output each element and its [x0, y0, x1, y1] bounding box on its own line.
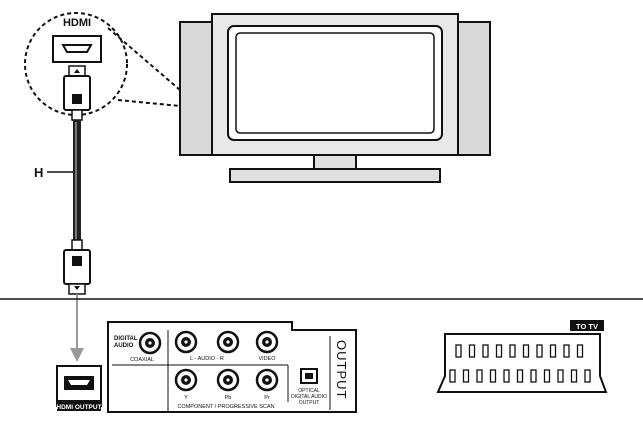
component-pb-jack: [216, 368, 240, 392]
scart-pin: [495, 344, 503, 358]
scart-pin: [563, 344, 570, 358]
top-plug-body: [63, 75, 91, 111]
scart-pin: [449, 369, 456, 383]
cable-bottom-plug: [63, 239, 91, 295]
scart-pin: [462, 369, 470, 383]
rear-connector-panel: DIGITAL AUDIO COAXIAL L - AUDIO - R VIDE…: [107, 321, 357, 413]
component-pb-label: Pb: [225, 395, 232, 401]
coaxial-label: COAXIAL: [130, 357, 154, 363]
scart-pin: [503, 369, 510, 383]
scart-pin: [516, 369, 524, 383]
digital-audio-label-2: AUDIO: [114, 343, 134, 349]
tv-hdmi-label: HDMI: [63, 17, 91, 29]
scart-pin: [455, 344, 462, 358]
bottom-plug-boot: [71, 239, 83, 251]
scart-pin: [570, 369, 578, 383]
television: [179, 13, 491, 183]
audio-right-jack: [216, 330, 240, 354]
coaxial-jack: [138, 331, 162, 355]
component-pr-label: Pr: [264, 395, 270, 401]
player-hdmi-output: HDMI OUTPUT: [56, 365, 102, 411]
to-tv-label: TO TV: [576, 322, 598, 331]
audio-left-jack: [174, 330, 198, 354]
scart-pin: [576, 344, 584, 358]
scart-pin: [536, 344, 543, 358]
tv-right-speaker: [455, 21, 491, 156]
scart-pin: [476, 369, 483, 383]
component-y-jack: [174, 368, 198, 392]
bottom-plug-body: [63, 249, 91, 285]
scart-outline: [436, 333, 608, 393]
optical-label-1: OPTICAL: [298, 388, 320, 394]
to-tv-label-bg: [570, 320, 604, 331]
tv-stand-neck: [313, 154, 357, 170]
scart-pin: [522, 344, 530, 358]
connect-arrow-head: [70, 348, 84, 362]
component-y-label: Y: [184, 395, 188, 401]
video-jack: [255, 330, 279, 354]
top-plug-arrow: [74, 69, 80, 73]
zoom-pointer-lines: [107, 27, 181, 107]
scart-pin: [468, 344, 476, 358]
cable-label: H: [34, 165, 43, 180]
hdmi-output-label: HDMI OUTPUT: [56, 404, 101, 411]
bottom-plug-arrow: [74, 286, 80, 290]
bottom-plug-mark: [72, 256, 82, 266]
scart-pin: [489, 369, 497, 383]
scart-pin: [482, 344, 489, 358]
panel-outline: [107, 321, 357, 413]
component-pr-jack: [255, 368, 279, 392]
tv-left-speaker: [179, 21, 215, 156]
audio-label: L - AUDIO - R: [190, 356, 224, 362]
top-plug-boot: [71, 109, 83, 121]
digital-audio-label-1: DIGITAL: [114, 336, 138, 342]
cable-top-plug: [63, 65, 91, 121]
hdmi-zoom-callout: [24, 12, 181, 116]
scart-pins: [449, 344, 591, 383]
hdmi-cable-highlight: [75, 122, 77, 240]
optical-label-3: OUTPUT: [299, 400, 320, 406]
hdmi-output-label-bg: [57, 400, 101, 411]
hdmi-output-socket-inner: [68, 380, 90, 385]
top-plug-mark: [72, 94, 82, 104]
optical-jack: [300, 368, 318, 384]
scart-pin: [549, 344, 557, 358]
scart-pin: [543, 369, 551, 383]
scart-pin: [509, 344, 516, 358]
video-label: VIDEO: [258, 356, 276, 362]
scart-connector: TO TV: [436, 320, 608, 393]
tv-screen: [235, 32, 435, 134]
scart-pin: [557, 369, 564, 383]
optical-label-2: DIGITAL AUDIO: [291, 394, 327, 400]
component-label: COMPONENT / PROGRESSIVE SCAN: [177, 404, 274, 410]
scart-pin: [584, 369, 591, 383]
tv-hdmi-port: HDMI: [52, 17, 102, 63]
tv-hdmi-socket: [61, 44, 93, 53]
output-vertical-label: OUTPUT: [334, 340, 349, 399]
scart-pin: [530, 369, 537, 383]
tv-stand-base: [229, 168, 441, 183]
